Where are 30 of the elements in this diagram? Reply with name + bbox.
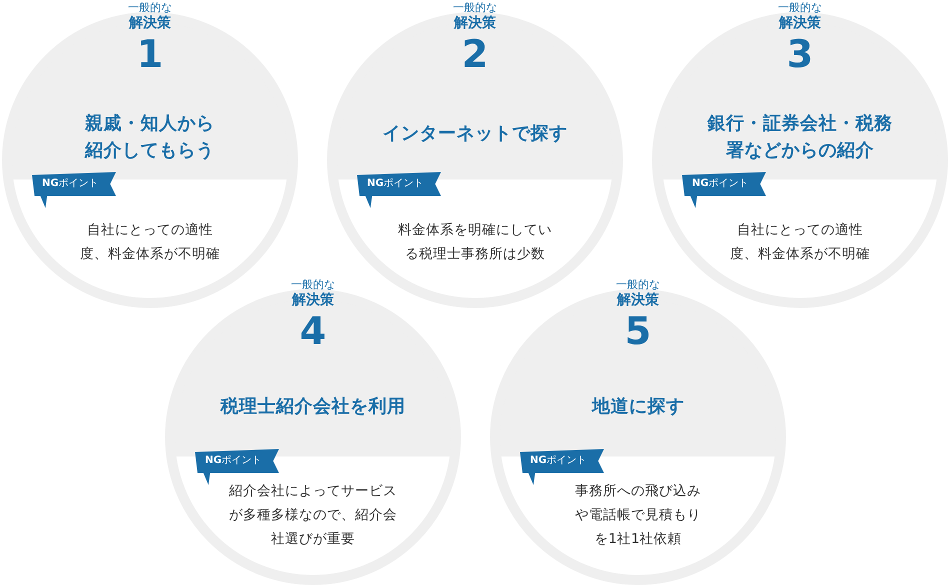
solution-title: 税理士紹介会社を利用 xyxy=(219,395,406,419)
heading-text: 一般的な xyxy=(616,279,660,291)
ng-description: 自社にとっての適性度、料金体系が不明確 xyxy=(729,221,871,264)
heading-text: 解決策 xyxy=(292,292,334,308)
solution-title: 親戚・知人から紹介してもらう xyxy=(84,112,216,163)
heading-text: 一般的な xyxy=(291,279,335,291)
solution-title: 銀行・証券会社・税務署などからの紹介 xyxy=(706,112,894,163)
ng-point-tag: NGポイント xyxy=(357,172,441,208)
heading-text: 一般的な xyxy=(128,2,172,14)
heading-text: 解決策 xyxy=(617,292,659,308)
heading-text: 解決策 xyxy=(779,15,821,31)
ng-point-tag: NGポイント xyxy=(682,172,766,208)
ng-description: 紹介会社によってサービスが多種多様なので、紹介会社選びが重要 xyxy=(228,482,398,549)
heading-text: 一般的な xyxy=(453,2,497,14)
solution-number: 1 xyxy=(136,34,164,74)
ng-description: 事務所への飛び込みや電話帳で見積もりを1社1社依頼 xyxy=(574,482,702,549)
ng-description: 自社にとっての適性度、料金体系が不明確 xyxy=(79,221,221,264)
ng-point-tag: NGポイント xyxy=(195,449,279,485)
ng-point-tag: NGポイント xyxy=(32,172,116,208)
solution-number: 4 xyxy=(300,311,326,351)
heading-text: 解決策 xyxy=(454,15,496,31)
solution-number: 2 xyxy=(462,34,488,74)
solution-title: インターネットで探す xyxy=(382,122,568,146)
solution-number: 3 xyxy=(786,34,814,74)
solution-number: 5 xyxy=(624,311,652,351)
heading-text: 一般的な xyxy=(778,2,822,14)
ng-point-tag: NGポイント xyxy=(520,449,604,485)
heading-text: 解決策 xyxy=(129,15,171,31)
solution-title: 地道に探す xyxy=(590,395,686,419)
ng-description: 料金体系を明確にしている税理士事務所は少数 xyxy=(397,221,553,264)
